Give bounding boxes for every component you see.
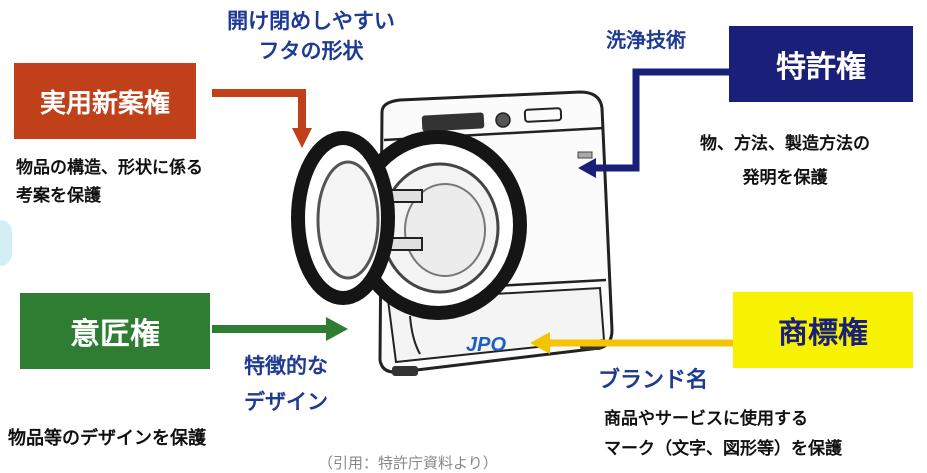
trademark-desc-line2: マーク（文字、図形等）を保護: [604, 439, 842, 459]
design-feature-line2: デザイン: [244, 390, 328, 414]
patent-desc-line2: 発明を保護: [742, 168, 828, 188]
utility-model-desc-line1: 物品の構造、形状に係る: [16, 158, 203, 178]
patent-desc-line1: 物、方法、製造方法の: [700, 134, 870, 154]
source-note: （引用：特許庁資料より）: [318, 454, 498, 472]
left-edge-decoration: [0, 220, 12, 266]
utility-model-label: 実用新案権: [39, 88, 170, 119]
design-description: 物品等のデザインを保護: [8, 428, 206, 449]
design-feature-example: 特徴的な デザイン: [226, 348, 346, 420]
patent-box: 特許権: [729, 26, 913, 102]
machine-logo: JPO: [466, 334, 507, 356]
washing-machine: [291, 90, 614, 376]
patent-description: 物、方法、製造方法の 発明を保護: [670, 127, 900, 195]
utility-model-desc-line2: 考案を保護: [16, 186, 101, 206]
design-arrow: [212, 317, 348, 341]
patent-arrow: [578, 68, 745, 178]
trademark-box: 商標権: [733, 292, 913, 368]
patent-label: 特許権: [776, 50, 866, 85]
utility-model-description: 物品の構造、形状に係る 考案を保護: [16, 154, 203, 210]
lid-shape-example: 開け閉めしやすい フタの形状: [196, 6, 426, 66]
design-box: 意匠権: [20, 293, 210, 369]
trademark-arrow: [530, 332, 737, 354]
trademark-label: 商標権: [778, 316, 868, 351]
lid-example-line2: フタの形状: [258, 39, 364, 63]
brand-name-example: ブランド名: [598, 368, 709, 393]
utility-model-arrow: [212, 89, 312, 148]
trademark-desc-line1: 商品やサービスに使用する: [604, 409, 808, 429]
design-feature-line1: 特徴的な: [244, 354, 328, 378]
design-label: 意匠権: [70, 317, 160, 352]
lid-example-line1: 開け閉めしやすい: [227, 9, 395, 33]
trademark-description: 商品やサービスに使用する マーク（文字、図形等）を保護: [604, 404, 842, 464]
washing-tech-example: 洗浄技術: [606, 28, 686, 52]
utility-model-box: 実用新案権: [14, 63, 196, 139]
